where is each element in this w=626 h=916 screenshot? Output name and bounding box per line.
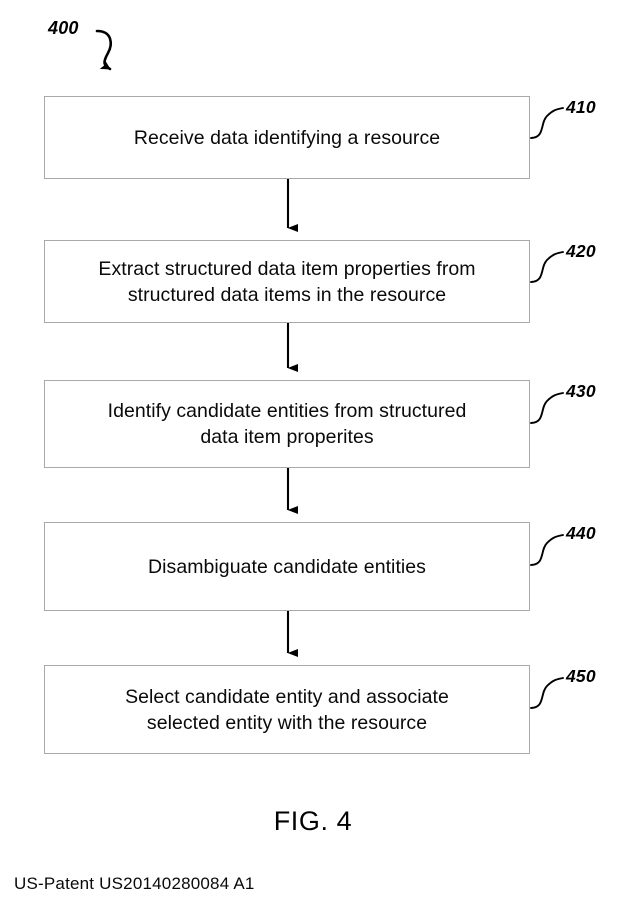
- process-box-440[interactable]: Disambiguate candidate entities: [44, 522, 530, 611]
- figure-caption: FIG. 4: [273, 806, 353, 836]
- reference-numeral-450: 450: [566, 666, 596, 686]
- process-box-label-430: Identify candidate entities from structu…: [107, 400, 467, 448]
- figure-id-400: 400: [48, 18, 79, 38]
- reference-numeral-410: 410: [566, 97, 596, 117]
- leader-line-410: [530, 107, 564, 139]
- figure-id-leader: [95, 29, 112, 71]
- process-box-420[interactable]: Extract structured data item properties …: [44, 240, 530, 323]
- leader-line-450: [530, 677, 564, 709]
- process-box-label-440: Disambiguate candidate entities: [148, 555, 426, 578]
- patent-footer: US-Patent US20140280084 A1: [14, 874, 255, 893]
- process-box-label-410: Receive data identifying a resource: [133, 126, 441, 149]
- process-box-410[interactable]: Receive data identifying a resource: [44, 96, 530, 179]
- process-box-450[interactable]: Select candidate entity and associate se…: [44, 665, 530, 754]
- reference-numeral-420: 420: [566, 241, 596, 261]
- reference-numeral-430: 430: [566, 381, 596, 401]
- leader-line-430: [530, 392, 564, 424]
- process-box-label-450: Select candidate entity and associate se…: [125, 685, 449, 734]
- process-box-label-420: Extract structured data item properties …: [98, 257, 476, 306]
- process-box-430[interactable]: Identify candidate entities from structu…: [44, 380, 530, 468]
- leader-line-440: [530, 534, 564, 566]
- reference-numeral-440: 440: [566, 523, 596, 543]
- leader-line-420: [530, 251, 564, 283]
